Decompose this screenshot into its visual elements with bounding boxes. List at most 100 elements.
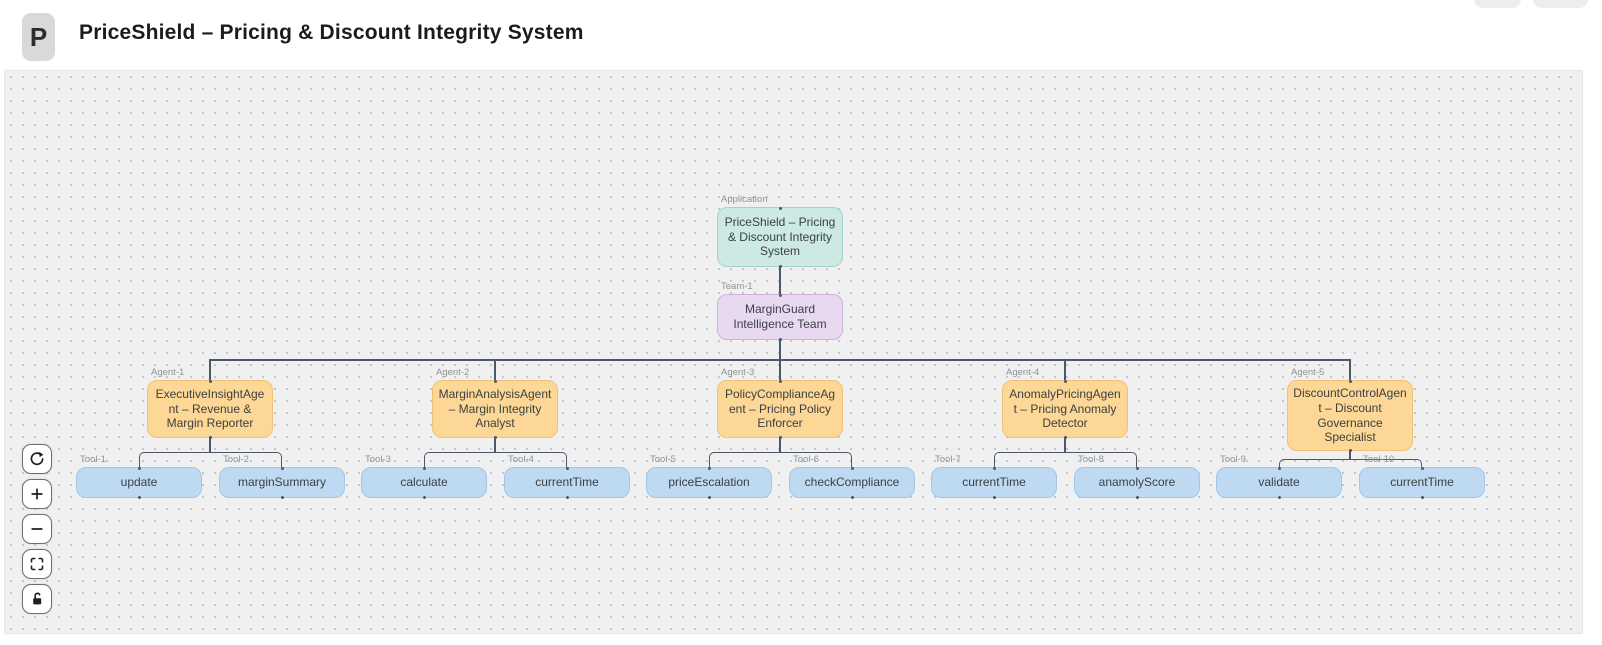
node-handle <box>1348 448 1352 452</box>
node-handle <box>992 495 996 499</box>
node-label: MarginGuard Intelligence Team <box>733 302 827 331</box>
tool-node-3[interactable]: Tool-3 calculate <box>361 454 487 499</box>
node-label: AnomalyPricingAgent – Pricing Anomaly De… <box>1009 386 1121 431</box>
edge <box>709 452 780 467</box>
node-label: anamolyScore <box>1098 475 1176 490</box>
node-handle <box>422 466 426 470</box>
node-handle <box>137 466 141 470</box>
reset-view-button[interactable] <box>22 444 52 474</box>
application-node[interactable]: Application PriceShield – Pricing & Disc… <box>717 194 843 268</box>
agent-node-5[interactable]: Agent-5 DiscountControlAgent – Discount … <box>1287 367 1413 452</box>
agent-node-1[interactable]: Agent-1 ExecutiveInsightAgent – Revenue … <box>147 367 273 439</box>
edge <box>139 452 210 467</box>
node-tag: Tool-10 <box>1363 454 1395 465</box>
node-tag: Tool-6 <box>793 454 819 465</box>
edge <box>424 452 495 467</box>
tool-node-7[interactable]: Tool-7 currentTime <box>931 454 1057 499</box>
node-handle <box>1420 466 1424 470</box>
agent-node-4[interactable]: Agent-4 AnomalyPricingAgent – Pricing An… <box>1002 367 1128 439</box>
edge <box>994 452 1065 467</box>
node-tag: Tool-3 <box>365 454 391 465</box>
node-tag: Tool-8 <box>1078 454 1104 465</box>
tool-node-4[interactable]: Tool-4 currentTime <box>504 454 630 499</box>
node-label: priceEscalation <box>668 475 750 490</box>
fit-view-button[interactable] <box>22 549 52 579</box>
node-handle <box>493 435 497 439</box>
node-handle <box>850 495 854 499</box>
node-tag: Tool-1 <box>80 454 106 465</box>
app-logo: P <box>22 13 55 61</box>
node-handle <box>1420 495 1424 499</box>
app-header: P PriceShield – Pricing & Discount Integ… <box>0 0 1602 66</box>
edge <box>779 438 781 452</box>
edge <box>209 359 211 380</box>
agent-node-2[interactable]: Agent-2 MarginAnalysisAgent – Margin Int… <box>432 367 558 439</box>
node-label: currentTime <box>962 475 1026 490</box>
node-tag: Tool-2 <box>223 454 249 465</box>
node-handle <box>208 435 212 439</box>
node-handle <box>778 293 782 297</box>
diagram-canvas[interactable]: Application PriceShield – Pricing & Disc… <box>4 70 1583 634</box>
node-handle <box>280 495 284 499</box>
node-handle <box>565 466 569 470</box>
zoom-in-button[interactable] <box>22 479 52 509</box>
agent-node-3[interactable]: Agent-3 PolicyComplianceAgent – Pricing … <box>717 367 843 439</box>
node-handle <box>992 466 996 470</box>
edge <box>1064 438 1066 452</box>
node-label: update <box>120 475 158 490</box>
tool-node-10[interactable]: Tool-10 currentTime <box>1359 454 1485 499</box>
canvas-controls <box>22 444 52 614</box>
team-node[interactable]: Team-1 MarginGuard Intelligence Team <box>717 281 843 341</box>
edge <box>1065 452 1137 467</box>
edge <box>210 359 1350 361</box>
node-handle <box>707 495 711 499</box>
tool-node-9[interactable]: Tool-9 validate <box>1216 454 1342 499</box>
header-action-button-2[interactable] <box>1533 0 1588 8</box>
node-label: checkCompliance <box>804 475 900 490</box>
node-handle <box>778 206 782 210</box>
node-label: PriceShield – Pricing & Discount Integri… <box>724 214 836 259</box>
tool-node-8[interactable]: Tool-8 anamolyScore <box>1074 454 1200 499</box>
node-handle <box>778 337 782 341</box>
unlock-icon <box>29 591 45 607</box>
edge <box>210 452 282 467</box>
node-label: currentTime <box>535 475 599 490</box>
node-tag: Team-1 <box>721 281 753 292</box>
node-tag: Tool-7 <box>935 454 961 465</box>
node-handle <box>778 379 782 383</box>
node-handle <box>208 379 212 383</box>
node-handle <box>707 466 711 470</box>
edge <box>494 359 496 380</box>
node-tag: Tool-4 <box>508 454 534 465</box>
tool-node-5[interactable]: Tool-5 priceEscalation <box>646 454 772 499</box>
header-action-button-1[interactable] <box>1474 0 1521 8</box>
node-handle <box>1135 495 1139 499</box>
node-label: marginSummary <box>237 475 327 490</box>
edge <box>1350 459 1422 467</box>
tool-node-1[interactable]: Tool-1 update <box>76 454 202 499</box>
lock-button[interactable] <box>22 584 52 614</box>
node-label: ExecutiveInsightAgent – Revenue & Margin… <box>155 386 265 431</box>
node-tag: Agent-5 <box>1291 367 1325 378</box>
edge <box>1349 451 1351 459</box>
reset-icon <box>29 451 45 467</box>
zoom-out-button[interactable] <box>22 514 52 544</box>
fit-view-icon <box>29 556 45 572</box>
tool-node-2[interactable]: Tool-2 marginSummary <box>219 454 345 499</box>
edge <box>1279 459 1350 467</box>
node-tag: Agent-3 <box>721 367 755 378</box>
node-label: PolicyComplianceAgent – Pricing Policy E… <box>724 386 836 431</box>
plus-icon <box>29 486 45 502</box>
node-handle <box>1277 466 1281 470</box>
node-label: calculate <box>400 475 448 490</box>
node-handle <box>778 435 782 439</box>
node-handle <box>565 495 569 499</box>
node-handle <box>422 495 426 499</box>
node-label: validate <box>1258 475 1300 490</box>
edge <box>494 438 496 452</box>
node-handle <box>493 379 497 383</box>
app-logo-letter: P <box>29 21 48 52</box>
node-tag: Agent-2 <box>436 367 470 378</box>
node-handle <box>280 466 284 470</box>
tool-node-6[interactable]: Tool-6 checkCompliance <box>789 454 915 499</box>
